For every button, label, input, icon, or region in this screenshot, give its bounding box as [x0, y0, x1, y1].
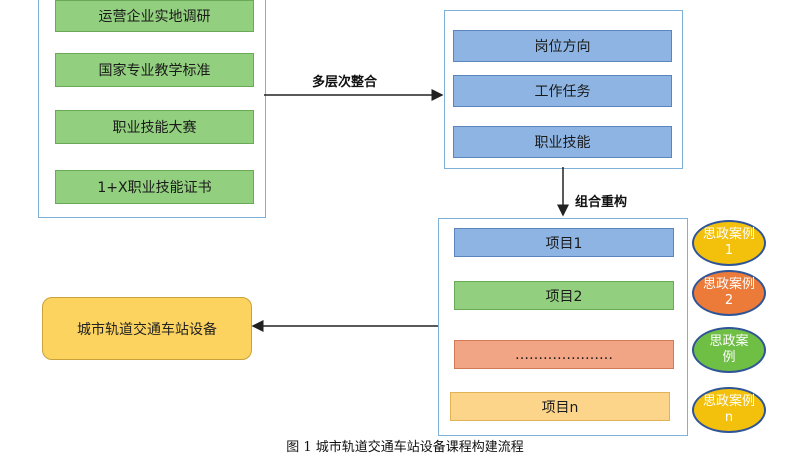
project-box-ellipsis: …………………	[454, 340, 674, 369]
integrate-label: 多层次整合	[312, 75, 378, 90]
source-box-2: 国家专业教学标准	[55, 53, 254, 87]
case-oval-2: 思政案例2	[692, 270, 766, 316]
result-box: 城市轨道交通车站设备	[42, 297, 252, 360]
analysis-box-3: 职业技能	[453, 126, 672, 158]
source-box-1: 运营企业实地调研	[55, 0, 254, 32]
case-oval-n: 思政案例n	[692, 387, 766, 433]
analysis-box-1: 岗位方向	[453, 30, 672, 62]
source-box-4: 1+X职业技能证书	[55, 170, 254, 204]
project-box-n: 项目n	[450, 392, 670, 421]
case-oval-3: 思政案例	[692, 327, 766, 373]
project-box-2: 项目2	[454, 281, 674, 310]
restructure-label: 组合重构	[575, 195, 628, 210]
case-oval-1: 思政案例1	[692, 220, 766, 266]
project-box-1: 项目1	[454, 228, 674, 257]
source-box-3: 职业技能大赛	[55, 110, 254, 144]
analysis-box-2: 工作任务	[453, 75, 672, 107]
figure-caption: 图 1 城市轨道交通车站设备课程构建流程	[286, 440, 524, 455]
